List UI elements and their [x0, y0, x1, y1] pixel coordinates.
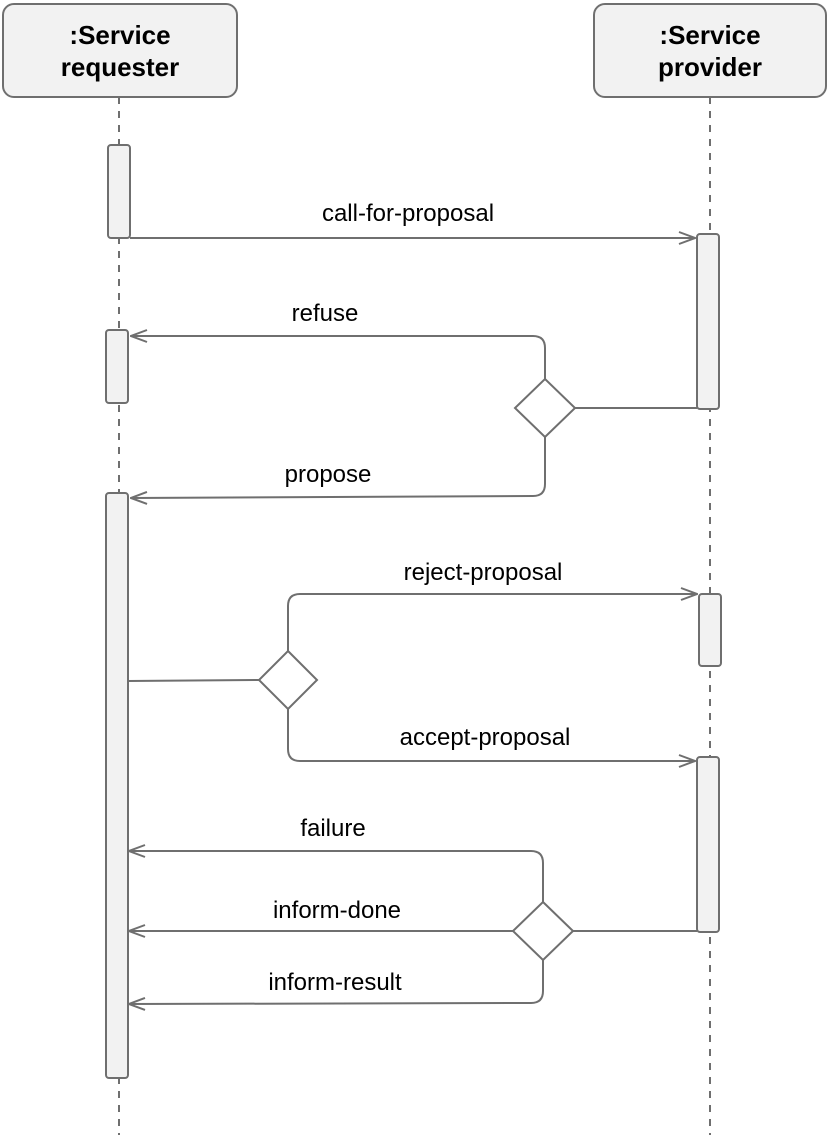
activation-provider-2 — [698, 593, 722, 667]
label-call-for-proposal: call-for-proposal — [321, 200, 495, 227]
connector-decision-2 — [127, 679, 260, 682]
activation-requester-1 — [107, 144, 131, 239]
participant-requester-line1: :Service — [69, 19, 171, 50]
decision-diamond-1 — [513, 377, 577, 439]
arrow-reject-proposal — [287, 594, 697, 651]
label-reject-proposal: reject-proposal — [403, 559, 563, 586]
activation-requester-3 — [105, 492, 129, 1079]
label-inform-done: inform-done — [272, 897, 402, 924]
participant-service-provider: :Service provider — [593, 3, 827, 98]
participant-service-requester: :Service requester — [2, 3, 238, 98]
label-failure: failure — [300, 815, 366, 842]
activation-requester-2 — [105, 329, 129, 404]
activation-provider-3 — [696, 756, 720, 933]
participant-requester-line2: requester — [60, 51, 180, 82]
arrow-failure — [129, 851, 544, 902]
activation-provider-1 — [696, 233, 720, 410]
decision-diamond-2 — [257, 649, 319, 711]
arrow-accept-proposal — [287, 709, 695, 761]
arrow-propose — [131, 437, 546, 498]
label-refuse: refuse — [291, 300, 359, 327]
decision-diamond-3 — [511, 900, 575, 962]
label-accept-proposal: accept-proposal — [399, 724, 571, 751]
arrow-refuse — [131, 336, 546, 379]
participant-provider-line2: provider — [657, 51, 763, 82]
arrow-inform-result — [129, 960, 544, 1004]
label-propose: propose — [284, 461, 372, 488]
participant-provider-line1: :Service — [659, 19, 761, 50]
label-inform-result: inform-result — [268, 969, 402, 996]
